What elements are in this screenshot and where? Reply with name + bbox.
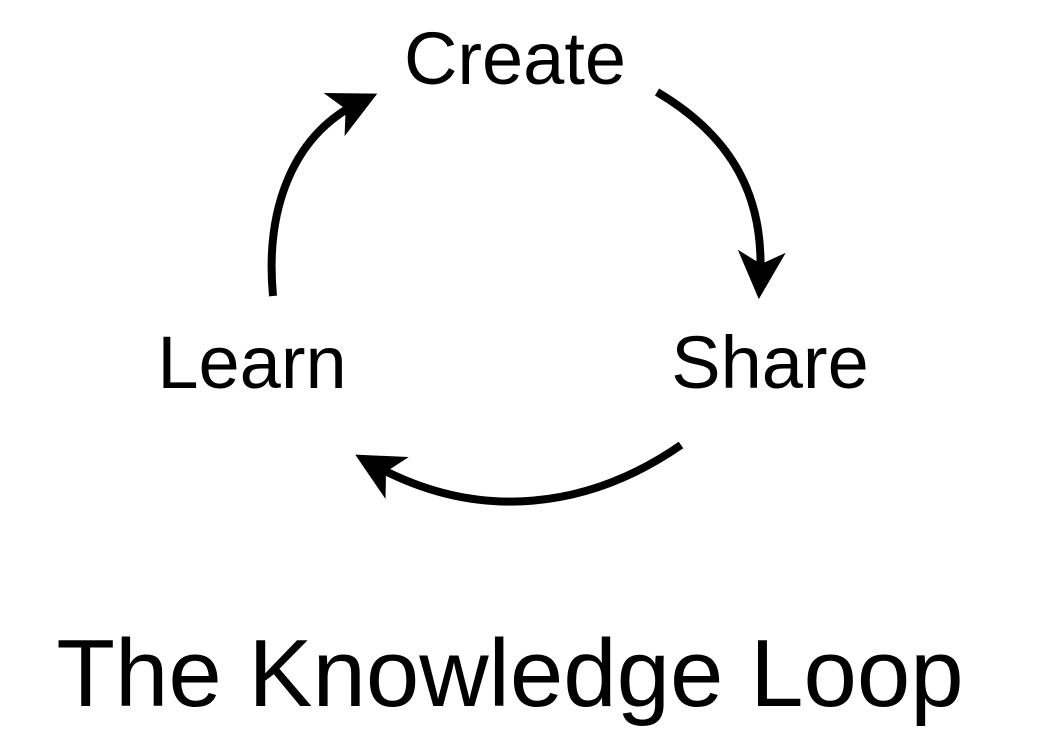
arrow-create-to-share (654, 88, 786, 300)
node-create-label: Create (404, 17, 626, 100)
arrow-share-to-learn (355, 441, 684, 506)
node-share-label: Share (671, 321, 868, 404)
arrow-learn-to-create (267, 93, 378, 297)
node-learn-label: Learn (157, 321, 346, 404)
diagram-title: The Knowledge Loop (56, 620, 963, 727)
